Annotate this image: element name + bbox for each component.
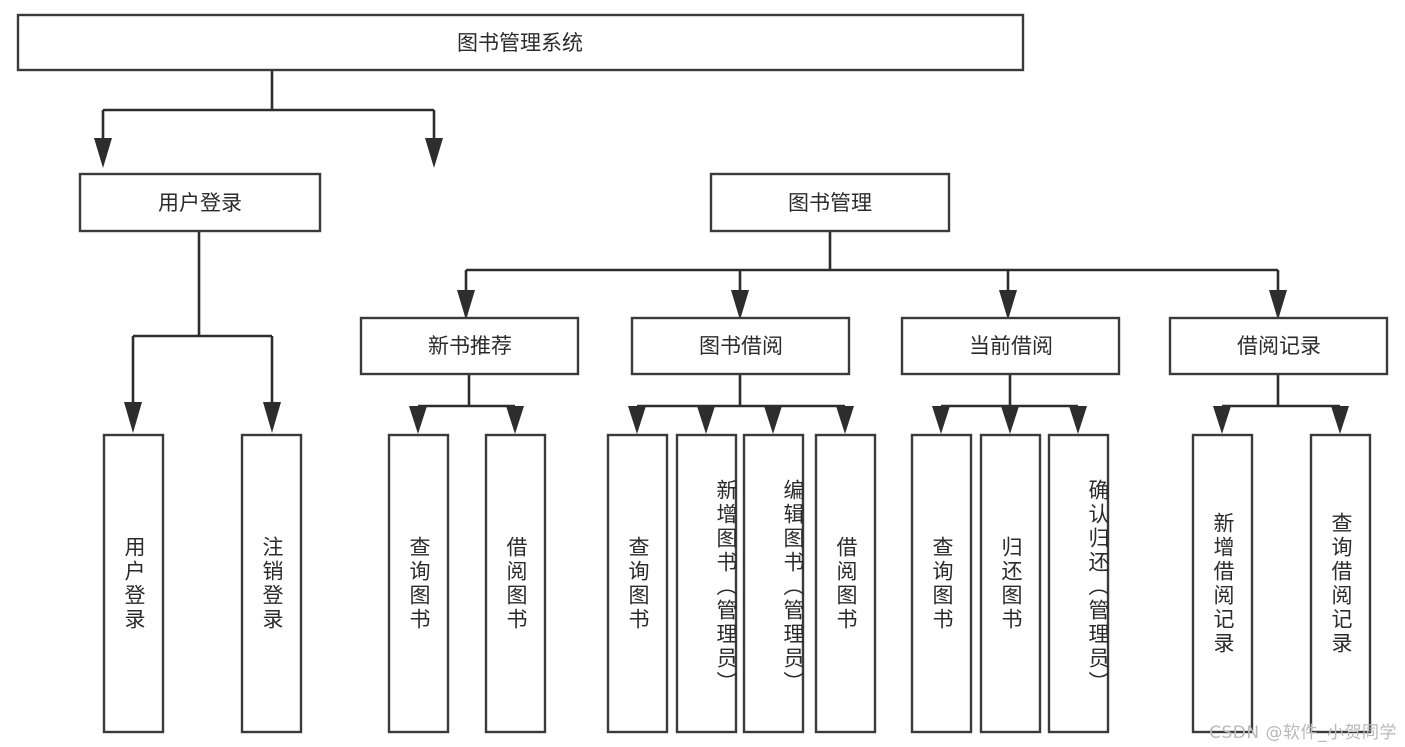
- node-label-new-book-recommend: 新书推荐: [428, 334, 512, 358]
- arrow-head-icon: [697, 406, 715, 434]
- node-leaf-query-record[interactable]: [1309, 433, 1372, 734]
- arrow-head-icon: [932, 406, 950, 434]
- node-root[interactable]: 图书管理系统: [16, 13, 1025, 72]
- arrow-head-icon: [731, 290, 749, 320]
- connector-currentborrow-to-children: [932, 374, 1087, 434]
- watermark-text: CSDN @软件_小贺同学: [1209, 723, 1397, 743]
- node-box-shape: [1168, 316, 1389, 376]
- arrow-head-icon: [263, 402, 281, 433]
- node-box-shape: [709, 172, 951, 233]
- node-leaf-query-book-2[interactable]: [606, 433, 669, 734]
- node-label-book-management: 图书管理: [788, 191, 872, 215]
- node-label-current-borrow: 当前借阅: [969, 334, 1053, 358]
- arrow-head-icon: [1069, 406, 1087, 434]
- arrow-head-icon: [764, 406, 782, 434]
- arrow-head-icon: [409, 406, 427, 434]
- arrow-head-icon: [1331, 406, 1349, 434]
- node-box-shape: [78, 172, 322, 233]
- arrow-head-icon: [457, 290, 475, 320]
- node-box-shape: [359, 316, 580, 376]
- node-leaf-query-book-3[interactable]: [910, 433, 973, 734]
- arrow-head-icon: [999, 290, 1017, 320]
- node-leaf-edit-book[interactable]: [742, 433, 805, 734]
- node-user-login[interactable]: 用户登录: [78, 172, 322, 233]
- node-label-borrow-record: 借阅记录: [1237, 334, 1321, 358]
- connector-userlogin-to-children: [124, 231, 281, 433]
- node-leaf-confirm-return[interactable]: [1047, 433, 1110, 734]
- connector-root-to-level1: [94, 70, 443, 168]
- node-label-user-login: 用户登录: [158, 191, 242, 215]
- arrow-head-icon: [836, 406, 854, 434]
- arrow-head-icon: [124, 402, 142, 433]
- arrow-head-icon: [1269, 290, 1287, 320]
- node-label-book-borrow: 图书借阅: [699, 334, 783, 358]
- node-book-borrow[interactable]: 图书借阅: [630, 316, 851, 376]
- node-leaf-add-book[interactable]: [675, 433, 738, 734]
- arrow-head-icon: [1213, 406, 1231, 434]
- arrow-head-icon: [94, 138, 112, 168]
- node-borrow-record[interactable]: 借阅记录: [1168, 316, 1389, 376]
- arrow-head-icon: [506, 406, 524, 434]
- node-leaf-borrow-book-2[interactable]: [814, 433, 877, 734]
- node-label-root: 图书管理系统: [457, 31, 583, 55]
- connector-borrowrecord-to-children: [1213, 374, 1349, 434]
- node-box-shape: [16, 13, 1025, 72]
- node-leaf-logout[interactable]: [240, 433, 303, 734]
- node-box-shape: [630, 316, 851, 376]
- arrow-head-icon: [425, 138, 443, 168]
- arrow-head-icon: [1001, 406, 1019, 434]
- node-box-shape: [900, 316, 1121, 376]
- node-leaf-add-record[interactable]: [1191, 433, 1254, 734]
- node-current-borrow[interactable]: 当前借阅: [900, 316, 1121, 376]
- node-new-book-recommend[interactable]: 新书推荐: [359, 316, 580, 376]
- arrow-head-icon: [628, 406, 646, 434]
- node-book-management[interactable]: 图书管理: [709, 172, 951, 233]
- connector-bookborrow-to-children: [628, 374, 854, 434]
- node-leaf-query-book-1[interactable]: [387, 433, 450, 734]
- connector-bookmgmt-to-level2: [457, 231, 1287, 320]
- node-leaf-borrow-book-1[interactable]: [484, 433, 547, 734]
- node-leaf-user-login[interactable]: [102, 433, 165, 734]
- node-leaf-return-book[interactable]: [979, 433, 1042, 734]
- connector-newbook-to-children: [409, 374, 524, 434]
